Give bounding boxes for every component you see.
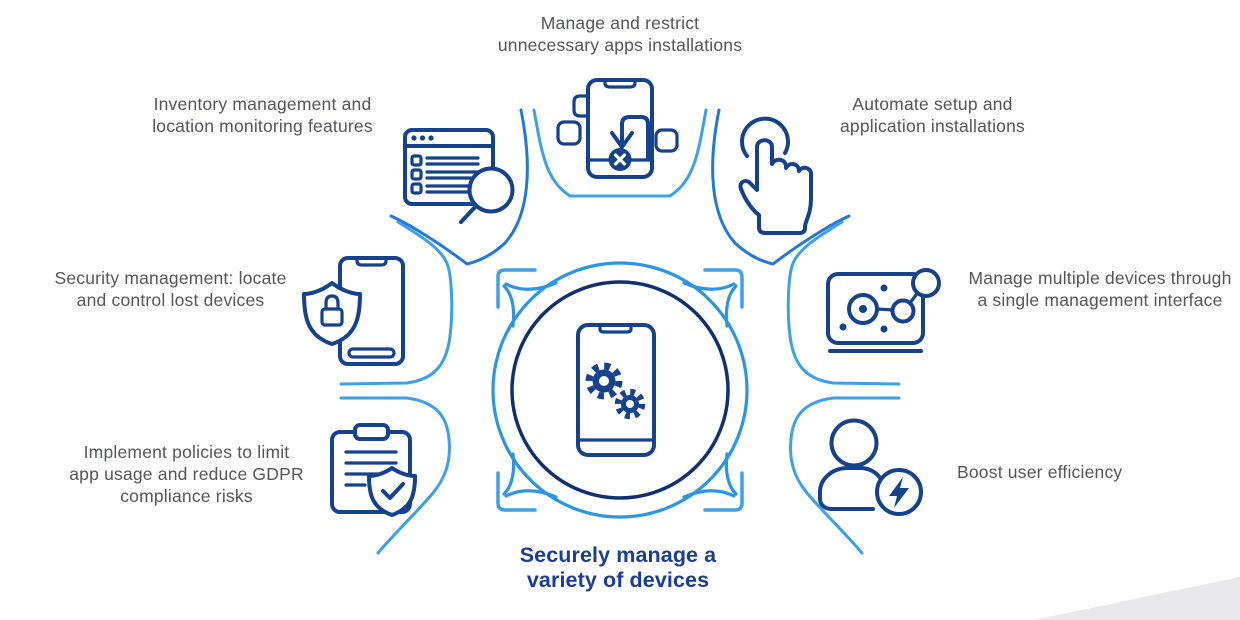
document-lines [344,450,398,487]
corner-wedge [1033,577,1240,620]
top-right-cell-outline [711,108,851,266]
phone-lock-shield-icon [302,256,405,366]
padlock-body [320,307,344,327]
partial-app-square [572,94,591,118]
gear-large [585,362,623,400]
corner-brackets [496,268,744,512]
clipboard-clip [353,423,390,441]
feature-label-bottom-right: Boost user efficiency [957,462,1123,482]
padlock-shackle [324,294,340,311]
node-medium [890,298,916,324]
center-ornament [491,261,749,519]
download-arrow [620,115,650,160]
feature-label-top-right: Automate setup and application installat… [840,94,1025,136]
bottom-left-cell-outline [339,396,451,555]
feature-label-top: Manage and restrict unnecessary apps ins… [497,13,743,55]
app-square-right [654,128,679,153]
lightning-bolt-icon [889,477,909,508]
phone-gears-icon [576,323,656,457]
right-cell-outline [786,220,901,386]
outer-ring [491,261,749,519]
tap-hand-icon [738,116,813,235]
console-screen [826,272,925,345]
lock-shield [302,281,362,346]
check-shield [367,466,417,517]
magnifier-icon [459,166,515,224]
user-head [829,418,879,468]
bottom-right-cell-outline [789,396,901,555]
lightning-badge [875,468,923,516]
top-cell-outline [532,108,708,198]
feature-label-left: Security management: locate and control … [54,268,287,310]
feature-label-right: Manage multiple devices through a single… [968,268,1232,310]
tap-ripple-arc [739,116,790,158]
center-caption: Securely manage a variety of devices [519,543,717,592]
ring-flares [502,281,738,499]
feature-label-bottom-left: Implement policies to limit app usage an… [69,442,304,506]
cell-boundary-lines [339,108,901,555]
user-boost-icon [818,418,923,516]
pointing-hand [738,138,813,235]
app-square-left [556,120,582,146]
user-body [818,466,885,511]
left-cell-outline [339,220,454,386]
top-left-cell-outline [389,108,529,266]
gear-small [614,388,646,420]
inventory-search-icon [403,128,515,224]
node-outer [911,268,941,298]
policy-clipboard-icon [330,423,417,517]
feature-label-top-left: Inventory management and location monito… [152,94,373,136]
restrict-apps-icon [556,78,679,179]
block-x-badge [608,148,632,171]
center-circle [510,280,730,500]
management-console-icon [826,268,941,353]
